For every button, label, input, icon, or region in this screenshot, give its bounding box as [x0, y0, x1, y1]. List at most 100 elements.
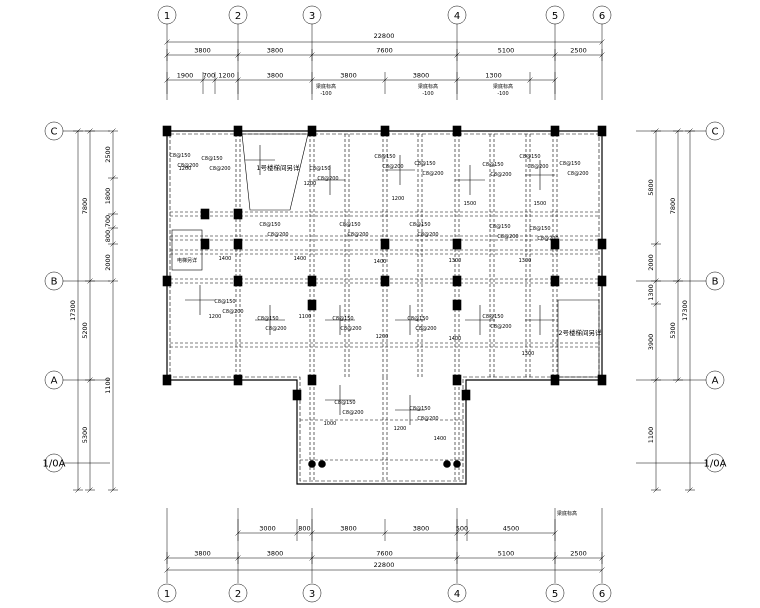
beam-note-value: -100 — [497, 91, 508, 97]
dim-text: 5800 — [647, 179, 655, 196]
length-tag: 1400 — [294, 256, 307, 262]
grid-bubble-2 — [228, 583, 248, 603]
beam-tag: C8@150 — [169, 153, 190, 159]
dim-text: 700 — [203, 72, 215, 80]
dim-tick — [382, 77, 388, 83]
column — [233, 374, 243, 386]
column — [452, 275, 462, 287]
elevator-opening — [171, 229, 203, 271]
grid-lines — [44, 5, 725, 603]
beam-tag: C8@150 — [529, 226, 550, 232]
column — [307, 275, 317, 287]
column — [550, 238, 560, 250]
dim-text: 2500 — [570, 550, 587, 558]
length-tag: 1200 — [392, 196, 405, 202]
dim-tick — [454, 530, 460, 536]
dim-tick — [464, 530, 470, 536]
reinf-tag: C8@200 — [422, 171, 443, 177]
reinf-tag: C8@200 — [317, 176, 338, 182]
dim-tick — [653, 301, 659, 307]
length-tag: 1400 — [374, 259, 387, 265]
grid-bubble-3 — [302, 5, 322, 25]
dim-tick — [653, 128, 659, 134]
grid-bubble-4 — [447, 583, 467, 603]
pile — [453, 460, 461, 468]
dim-text: 17300 — [681, 300, 689, 321]
dim-tick — [87, 278, 93, 284]
dim-tick — [599, 555, 605, 561]
slab-outline — [166, 130, 603, 485]
grid-label: C — [51, 127, 58, 138]
stair-opening-1 — [241, 133, 309, 211]
dim-tick — [164, 77, 170, 83]
length-tag: 1100 — [299, 314, 312, 320]
dim-text: 4500 — [503, 525, 520, 533]
dim-tick — [653, 487, 659, 493]
dim-text: 3800 — [194, 47, 211, 55]
dim-tick — [552, 555, 558, 561]
dim-text: 7600 — [376, 550, 393, 558]
dim-tick — [164, 52, 170, 58]
beam-tag: C8@150 — [409, 406, 430, 412]
grid-label: 6 — [599, 11, 605, 22]
structure-layer — [162, 125, 607, 485]
column — [597, 238, 607, 250]
length-tag: 1300 — [519, 258, 532, 264]
beam-note: 梁底标高 — [493, 83, 513, 90]
reinf-tag: C8@200 — [222, 309, 243, 315]
grid-bubble-6 — [592, 5, 612, 25]
beam-tag: C8@150 — [257, 316, 278, 322]
reinf-tag: C8@200 — [347, 232, 368, 238]
column — [452, 374, 462, 386]
dim-tick — [599, 39, 605, 45]
column — [307, 125, 317, 137]
column — [233, 208, 243, 220]
dim-text: 3000 — [259, 525, 276, 533]
stair-1-label: 1号楼梯间另详 — [256, 163, 300, 172]
dim-tick — [164, 555, 170, 561]
grid-label: 4 — [454, 11, 460, 22]
stair-opening-2 — [557, 299, 600, 378]
grid-bubble-B — [705, 271, 725, 291]
column — [307, 299, 317, 311]
grid-label: 3 — [309, 11, 315, 22]
dim-text: 700 — [104, 215, 112, 227]
column — [200, 208, 210, 220]
column — [550, 275, 560, 287]
reinf-tag: C8@200 — [415, 326, 436, 332]
column — [307, 374, 317, 386]
beam-tag: C8@150 — [374, 154, 395, 160]
dim-tick — [454, 52, 460, 58]
dim-tick — [235, 530, 241, 536]
dim-tick — [110, 278, 116, 284]
column — [452, 299, 462, 311]
dim-tick — [599, 567, 605, 573]
column — [380, 275, 390, 287]
dim-tick — [309, 555, 315, 561]
dim-tick — [687, 487, 693, 493]
reinf-tag: C8@200 — [497, 234, 518, 240]
dim-tick — [75, 487, 81, 493]
reinf-tag: C8@200 — [490, 324, 511, 330]
dim-tick — [687, 128, 693, 134]
dim-text: 5100 — [498, 47, 515, 55]
beam-tag: C8@150 — [489, 224, 510, 230]
dim-tick — [164, 39, 170, 45]
length-tag: 1400 — [434, 436, 447, 442]
dim-text: 1100 — [647, 427, 655, 444]
dim-tick — [552, 77, 558, 83]
reinf-tag: C8@200 — [417, 416, 438, 422]
grid-label: 1 — [164, 589, 170, 600]
stair-2-label: 2号楼梯间另详 — [558, 328, 602, 337]
reinf-tag: C8@200 — [342, 410, 363, 416]
column — [452, 125, 462, 137]
dim-text: 3800 — [340, 72, 357, 80]
beam-tag: C8@150 — [519, 154, 540, 160]
dim-text: 1800 — [104, 188, 112, 205]
grid-label: 5 — [552, 589, 558, 600]
dim-text: 7600 — [376, 47, 393, 55]
reinf-tag: C8@200 — [209, 166, 230, 172]
dim-tick — [87, 128, 93, 134]
grid-bubble-5 — [545, 5, 565, 25]
